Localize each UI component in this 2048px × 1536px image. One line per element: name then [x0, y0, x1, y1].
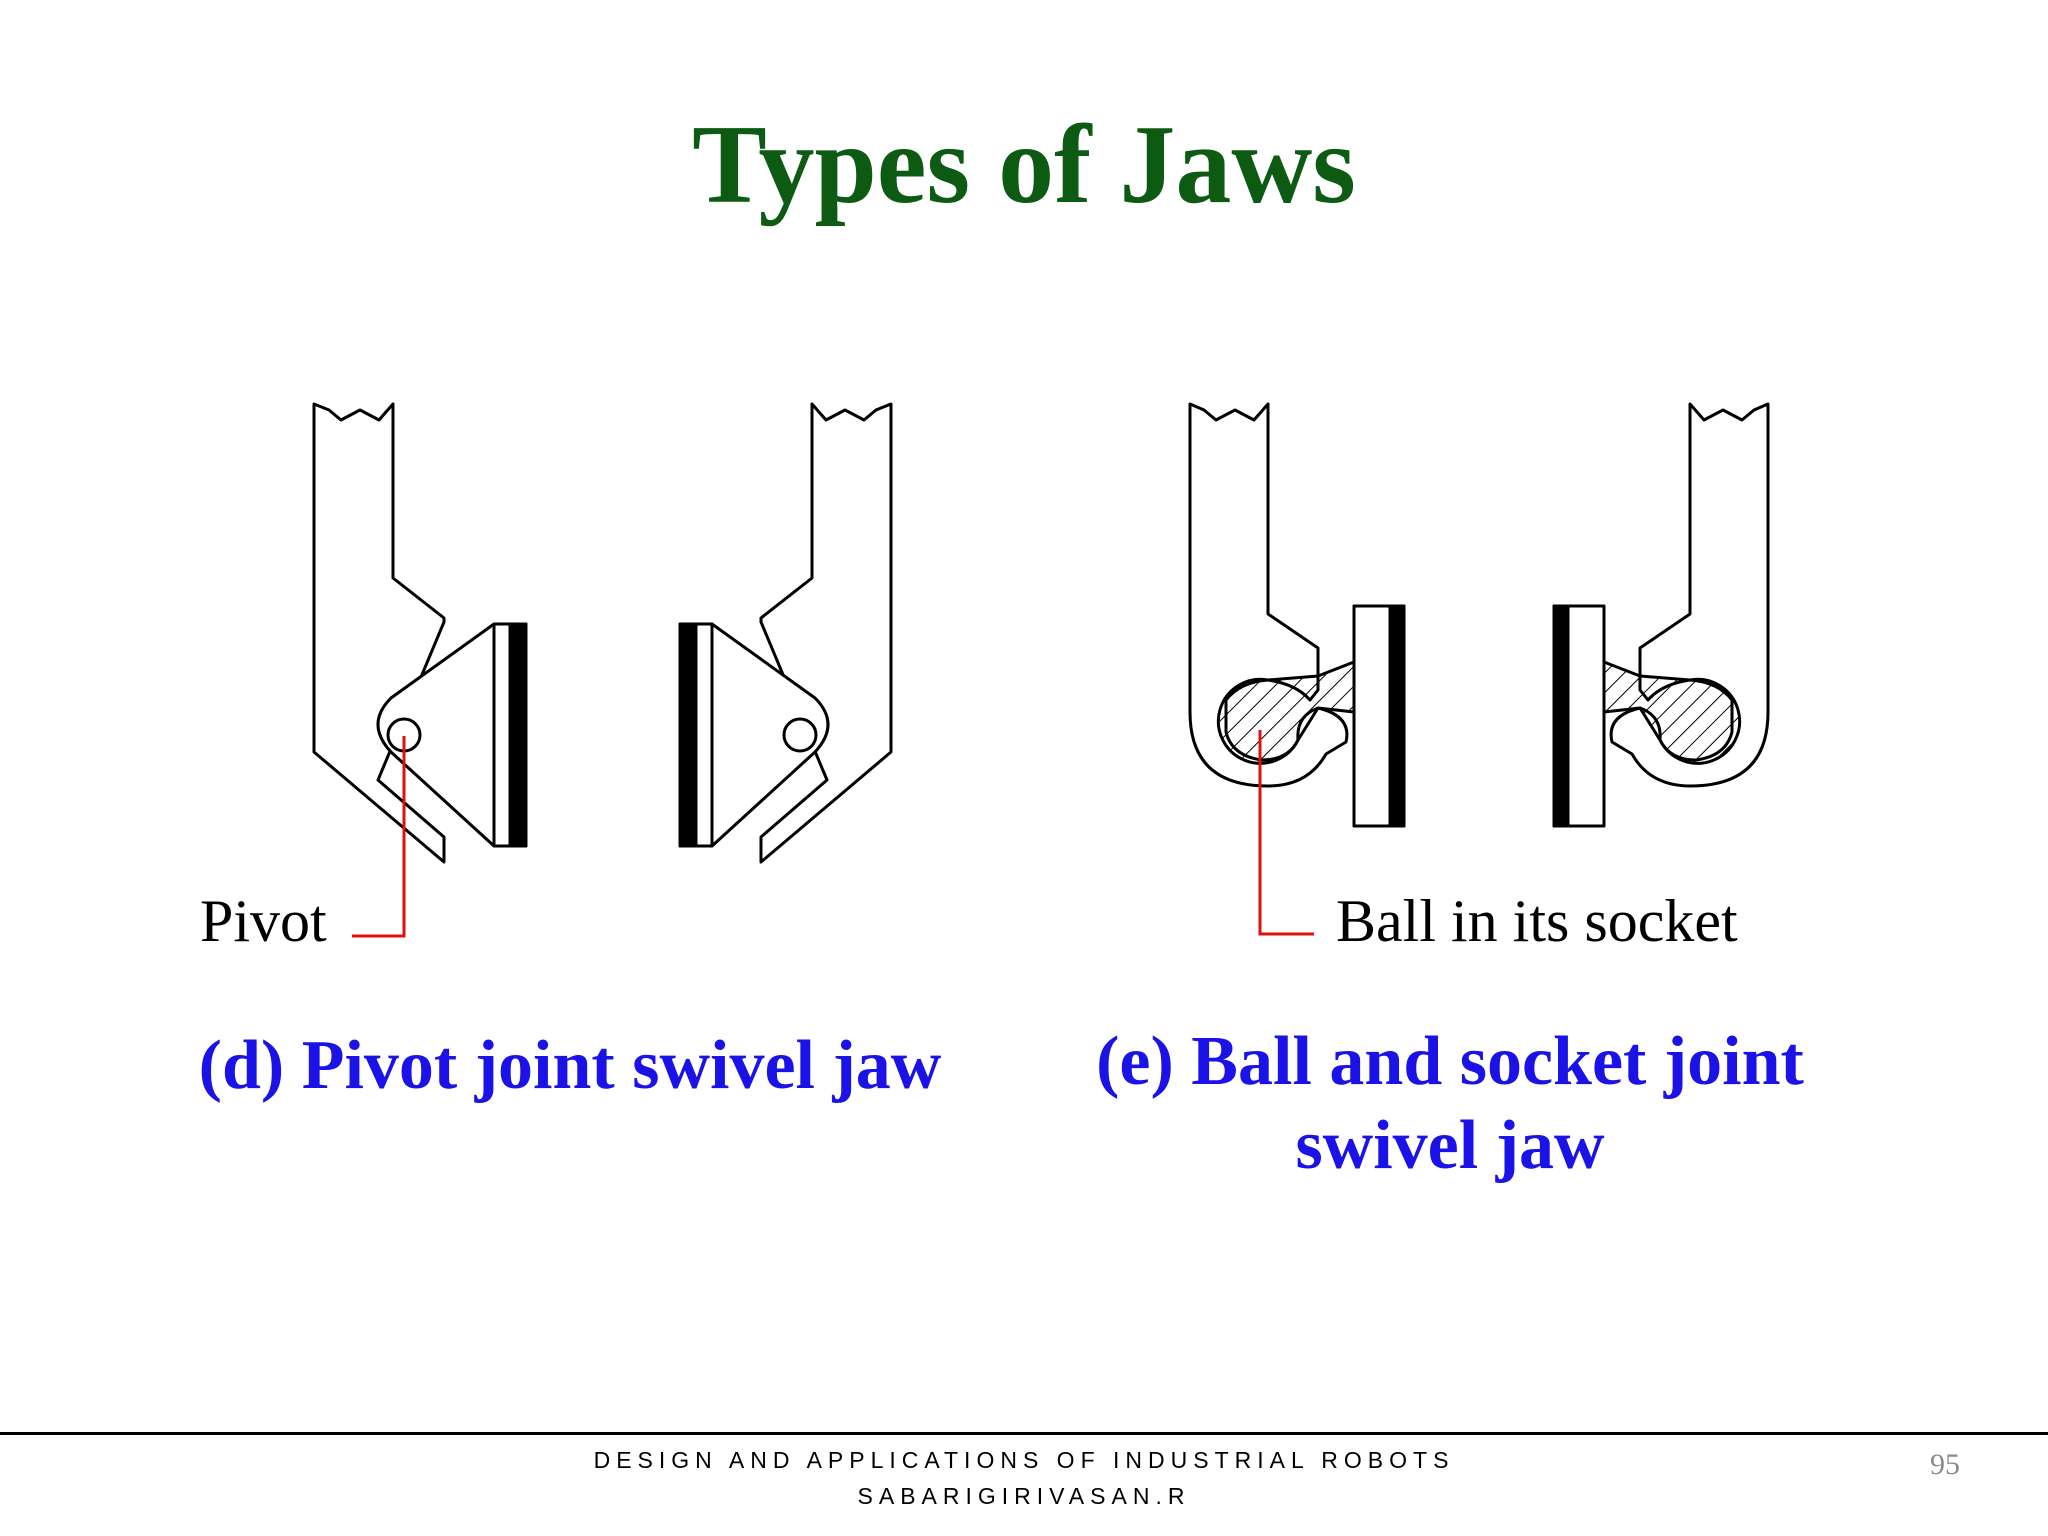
pivot-leader-line — [352, 736, 406, 938]
pivot-callout: Pivot — [200, 888, 327, 954]
pivot-jaw-right — [678, 402, 893, 864]
caption-pivot-joint: (d) Pivot joint swivel jaw — [198, 1027, 942, 1104]
ball-socket-jaw-left — [1188, 402, 1406, 828]
footer-divider — [0, 1432, 2048, 1435]
page-number: 95 — [1930, 1448, 1960, 1481]
caption-ball-socket-line1: (e) Ball and socket joint — [1096, 1023, 1804, 1100]
ball-socket-jaw-right — [1552, 402, 1770, 828]
caption-ball-socket-line2: swivel jaw — [1295, 1107, 1605, 1184]
footer-course: DESIGN AND APPLICATIONS OF INDUSTRIAL RO… — [593, 1447, 1455, 1473]
slide-title: Types of Jaws — [692, 103, 1356, 227]
ball-socket-callout: Ball in its socket — [1336, 888, 1738, 954]
pivot-jaw-left — [312, 402, 528, 864]
ball-leader-line — [1258, 730, 1314, 936]
footer-author: SABARIGIRIVASAN.R — [857, 1483, 1191, 1509]
